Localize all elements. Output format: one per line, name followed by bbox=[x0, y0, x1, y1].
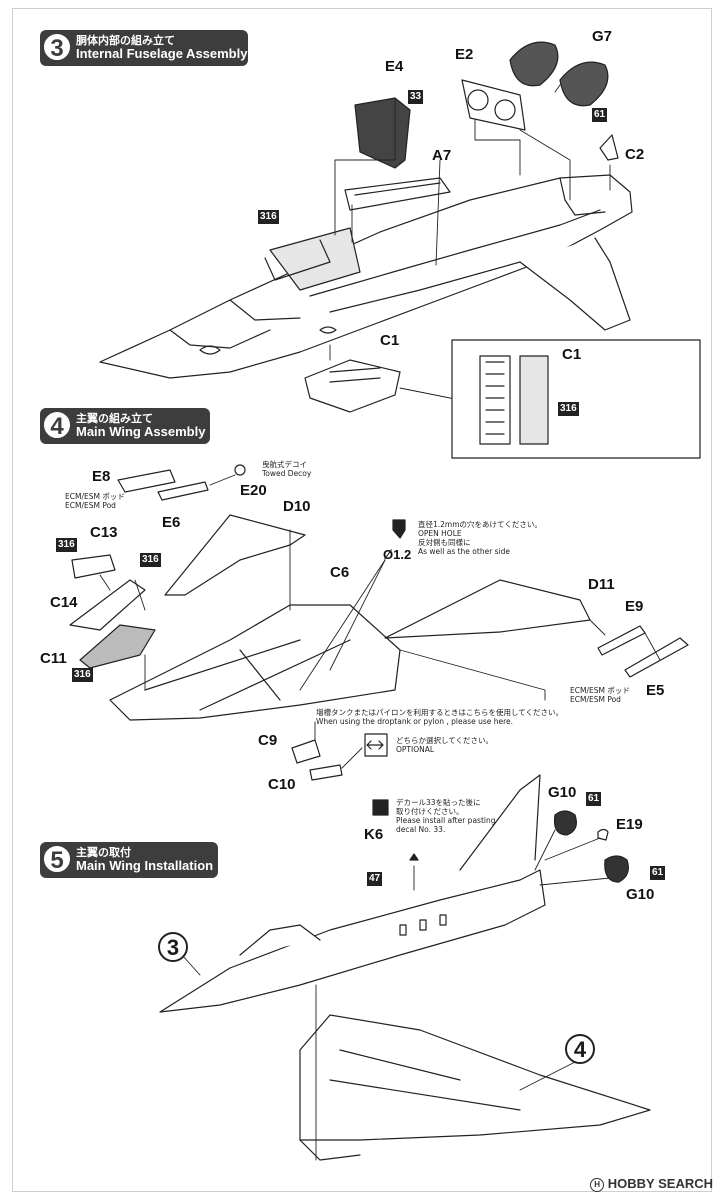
color-47-badge: 47 bbox=[367, 872, 383, 886]
step-3-header: 3 胴体内部の組み立て Internal Fuselage Assembly bbox=[40, 30, 248, 66]
color-316-badge: 316 bbox=[258, 210, 279, 224]
color-61-badge-top: 61 bbox=[586, 792, 602, 806]
ref-step-3-circle: 3 bbox=[158, 932, 188, 962]
open-hole-en2: As well as the other side bbox=[418, 547, 511, 556]
part-c2-label: C2 bbox=[625, 146, 645, 163]
part-k6-label: K6 bbox=[364, 826, 384, 843]
ecm-pod-jp-right: ECM/ESM ポッド bbox=[570, 686, 630, 695]
inset-c1-label: C1 bbox=[562, 346, 582, 363]
optional-note: どちらか選択してください。 OPTIONAL bbox=[396, 736, 493, 754]
part-c14-label: C14 bbox=[50, 594, 78, 611]
fuselage-drawing bbox=[99, 174, 633, 379]
open-hole-jp2: 反対側も同様に bbox=[418, 538, 471, 547]
ecm-pod-note-left: ECM/ESM ポッド ECM/ESM Pod bbox=[65, 492, 125, 510]
step-3-title-jp: 胴体内部の組み立て bbox=[76, 34, 175, 47]
page-frame bbox=[12, 8, 712, 1192]
inset-color-316-badge: 316 bbox=[558, 402, 579, 416]
part-e4-label: E4 bbox=[385, 58, 404, 75]
step3-parts-drawing bbox=[304, 41, 619, 413]
part-g7-label: G7 bbox=[592, 28, 613, 45]
decal-jp2: 取り付けください。 bbox=[396, 807, 464, 816]
step3-leader-lines bbox=[329, 84, 611, 401]
part-c1-label: C1 bbox=[380, 332, 400, 349]
part-d11-label: D11 bbox=[588, 576, 615, 593]
open-hole-jp: 直径1.2mmの穴をあけてください。 bbox=[418, 520, 542, 529]
part-e19-label: E19 bbox=[616, 816, 643, 833]
ecm-pod-en-left: ECM/ESM Pod bbox=[65, 501, 116, 510]
towed-decoy-en: Towed Decoy bbox=[262, 469, 312, 478]
step-3-title-en: Internal Fuselage Assembly bbox=[76, 46, 248, 61]
part-c10-label: C10 bbox=[268, 776, 296, 793]
watermark-text: HOBBY SEARCH bbox=[607, 1176, 713, 1192]
part-g10-label-top: G10 bbox=[548, 784, 577, 801]
towed-decoy-note: 曳航式デコイ Towed Decoy bbox=[262, 460, 311, 478]
part-e5-label: E5 bbox=[646, 682, 665, 699]
droptank-jp: 増槽タンクまたはパイロンを利用するときはこちらを使用してください。 bbox=[316, 708, 564, 717]
step-4-title-jp: 主翼の組み立て bbox=[76, 412, 153, 425]
step-5-title-en: Main Wing Installation bbox=[76, 858, 214, 873]
part-e20-label: E20 bbox=[240, 482, 267, 499]
part-d10-label: D10 bbox=[283, 498, 311, 515]
decal-en: Please install after pasting bbox=[396, 816, 496, 825]
part-e2-label: E2 bbox=[455, 46, 474, 63]
step-5-title-jp: 主翼の取付 bbox=[76, 846, 131, 859]
part-g10-label-bottom: G10 bbox=[626, 886, 655, 903]
optional-jp: どちらか選択してください。 bbox=[396, 736, 494, 745]
color-61-badge-bottom: 61 bbox=[650, 866, 666, 880]
ecm-pod-jp-left: ECM/ESM ポッド bbox=[65, 492, 125, 501]
ecm-pod-en-right: ECM/ESM Pod bbox=[570, 695, 621, 704]
color-316-badge-b: 316 bbox=[140, 553, 161, 567]
hole-size-label: Ø1.2 bbox=[383, 547, 412, 562]
part-c6-label: C6 bbox=[330, 564, 350, 581]
part-c13-label: C13 bbox=[90, 524, 118, 541]
towed-decoy-jp: 曳航式デコイ bbox=[262, 460, 307, 469]
optional-en: OPTIONAL bbox=[396, 745, 435, 754]
decal-note: デカール33を貼った後に 取り付けください。 Please install af… bbox=[396, 798, 496, 834]
wing-assembly-drawing bbox=[69, 464, 689, 781]
part-c9-label: C9 bbox=[258, 732, 278, 749]
part-e9-label: E9 bbox=[625, 598, 644, 615]
aircraft-final-drawing bbox=[159, 774, 651, 1161]
step-3-number: 3 bbox=[42, 32, 72, 62]
part-a7-label: A7 bbox=[432, 147, 452, 164]
color-316-badge-a: 316 bbox=[56, 538, 77, 552]
droptank-note: 増槽タンクまたはパイロンを利用するときはこちらを使用してください。 When u… bbox=[316, 708, 563, 726]
watermark: H HOBBY SEARCH bbox=[590, 1176, 713, 1192]
step4-leader-lines bbox=[99, 474, 661, 769]
step-4-number: 4 bbox=[42, 410, 72, 440]
color-316-badge-c: 316 bbox=[72, 668, 93, 682]
part-e6-label: E6 bbox=[162, 514, 181, 531]
inset-c1-drawing bbox=[451, 339, 701, 459]
open-hole-en: OPEN HOLE bbox=[418, 529, 462, 538]
color-33-badge: 33 bbox=[408, 90, 424, 104]
ref-step-4-circle: 4 bbox=[565, 1034, 595, 1064]
part-e8-label: E8 bbox=[92, 468, 111, 485]
part-c11-label: C11 bbox=[40, 650, 67, 667]
step-4-header: 4 主翼の組み立て Main Wing Assembly bbox=[40, 408, 210, 444]
step-5-header: 5 主翼の取付 Main Wing Installation bbox=[40, 842, 218, 878]
open-hole-note: 直径1.2mmの穴をあけてください。 OPEN HOLE 反対側も同様に As … bbox=[418, 520, 542, 556]
step5-leader-lines bbox=[181, 829, 611, 1161]
hobby-search-logo-icon: H bbox=[590, 1178, 605, 1192]
decal-en2: decal No. 33. bbox=[396, 825, 446, 834]
step-5-number: 5 bbox=[42, 844, 72, 874]
color-61-badge: 61 bbox=[592, 108, 608, 122]
step-4-title-en: Main Wing Assembly bbox=[76, 424, 206, 439]
droptank-en: When using the droptank or pylon , pleas… bbox=[316, 717, 514, 726]
decal-jp: デカール33を貼った後に bbox=[396, 798, 481, 807]
ecm-pod-note-right: ECM/ESM ポッド ECM/ESM Pod bbox=[570, 686, 630, 704]
